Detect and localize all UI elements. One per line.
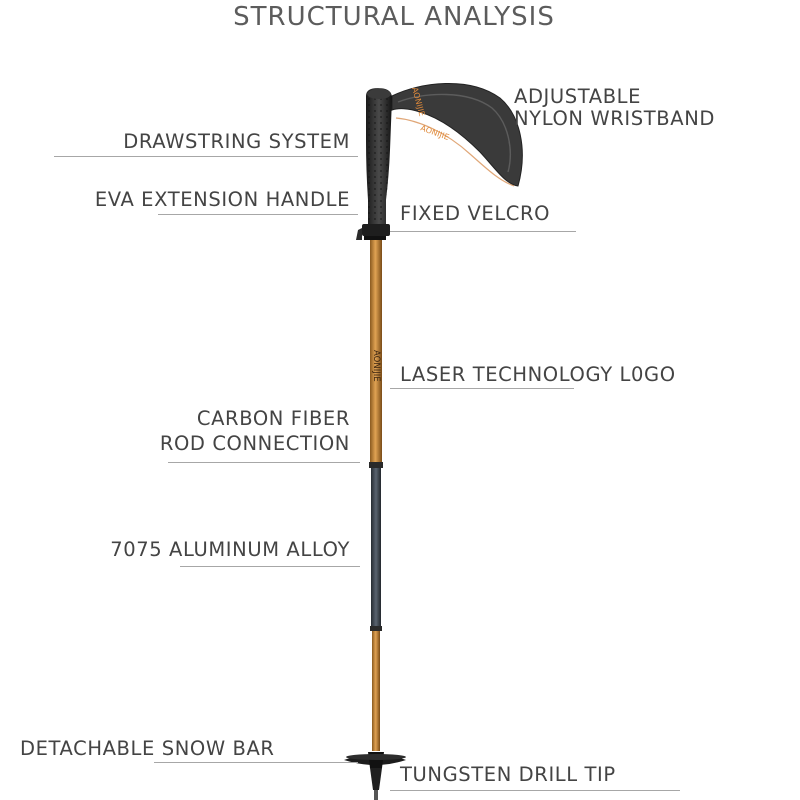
label-snow-bar: DETACHABLE SNOW BAR [20, 737, 275, 760]
lower-connector-ring [370, 626, 382, 631]
label-alloy: 7075 ALUMINUM ALLOY [110, 538, 350, 561]
label-carbon-line1: CARBON FIBER [196, 407, 350, 430]
aluminum-alloy-section [371, 468, 381, 626]
tungsten-tip [370, 768, 382, 800]
label-laser-logo: LASER TECHNOLOGY L0GO [400, 363, 676, 386]
eva-grip-handle [366, 88, 392, 224]
carbon-rod-connector [369, 462, 383, 468]
strap-brand-text-lower: AONIJIE [419, 123, 450, 142]
label-tip: TUNGSTEN DRILL TIP [400, 763, 616, 786]
label-carbon-line2: ROD CONNECTION [159, 432, 350, 455]
leader-carbon [168, 462, 360, 463]
label-eva-handle: EVA EXTENSION HANDLE [94, 188, 350, 211]
leader-eva-handle [158, 214, 358, 215]
leader-snow-bar [154, 762, 358, 763]
nylon-wristband-strap: AONIJIE AONIJIE [391, 82, 523, 187]
leader-tip [390, 790, 680, 791]
snow-basket [344, 752, 406, 768]
label-wristband-line1: ADJUSTABLE [514, 85, 642, 108]
label-velcro: FIXED VELCRO [400, 202, 551, 225]
fixed-velcro-collar [356, 224, 390, 240]
label-drawstring: DRAWSTRING SYSTEM [123, 130, 350, 153]
leader-laser-logo [390, 388, 574, 389]
diagram-title: STRUCTURAL ANALYSIS [233, 2, 555, 32]
shaft-brand-text: AONIJIE [371, 350, 381, 382]
leader-drawstring [54, 156, 358, 157]
leader-alloy [180, 566, 360, 567]
lower-bronze-section [372, 631, 380, 751]
label-wristband-line2: NYLON WRISTBAND [514, 107, 715, 130]
leader-velcro [390, 231, 576, 232]
upper-bronze-section [370, 240, 382, 462]
